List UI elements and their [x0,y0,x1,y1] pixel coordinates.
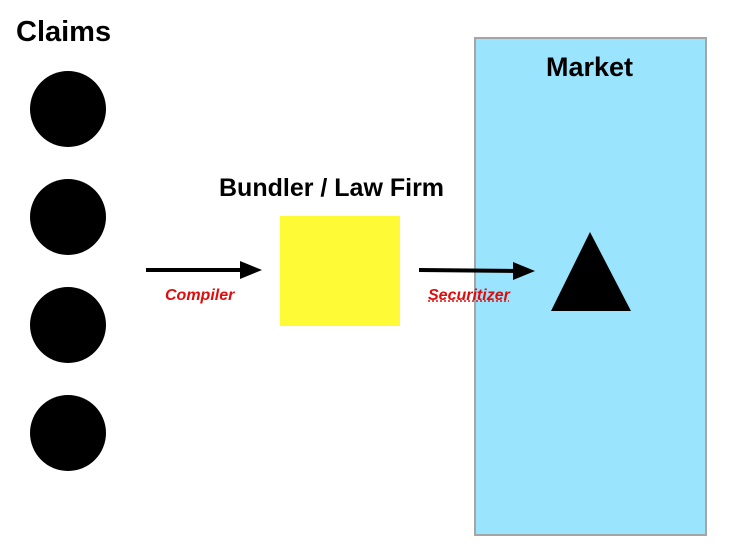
securitizer-arrow-icon [418,262,535,280]
claim-circle-icon [30,395,106,471]
bundler-box [280,216,400,326]
claim-circle-icon [30,287,106,363]
claim-circle-icon [30,71,106,147]
securitizer-label: Securitizer [428,287,510,304]
market-label: Market [545,52,634,82]
claims-title: Claims [16,16,112,48]
compiler-label: Compiler [165,287,235,304]
claim-circle-icon [30,179,106,255]
compiler-arrow-icon [146,261,262,279]
bundler-label: Bundler / Law Firm [219,174,445,202]
market-triangle-icon [551,232,631,311]
